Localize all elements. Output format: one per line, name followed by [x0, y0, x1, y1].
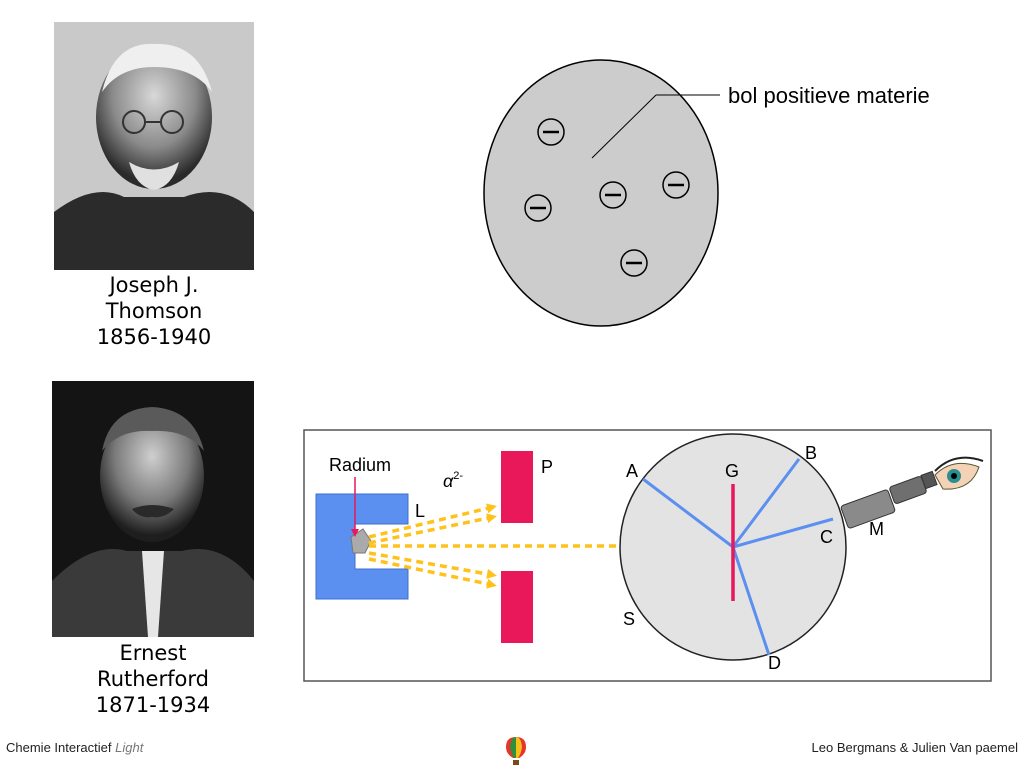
beam-up-1: [368, 503, 497, 539]
rutherford-years: 1871-1934: [95, 693, 211, 717]
label-pointer-line: [591, 94, 657, 159]
alpha-particle-label: α2-: [443, 470, 463, 491]
footer-title: Chemie Interactief: [6, 740, 112, 755]
balloon-logo-icon: [506, 737, 526, 765]
rutherford-name-line2: Rutherford: [97, 667, 209, 691]
ray-a: [642, 477, 734, 549]
rutherford-portrait: [52, 381, 254, 637]
foil-label: G: [725, 461, 739, 481]
radium-label: Radium: [329, 455, 391, 475]
electron-4: [524, 194, 552, 222]
beam-down-1: [368, 551, 497, 579]
thomson-years: 1856-1940: [96, 325, 212, 349]
plate-bottom: [501, 571, 533, 643]
electron-5: [620, 249, 648, 277]
scattering-experiment-diagram: L Radium α2- P G A B C D S M: [303, 429, 992, 682]
plate-label: P: [541, 457, 553, 477]
beam-up-2: [368, 513, 497, 545]
footer-authors: Leo Bergmans & Julien Van paemel: [811, 740, 1018, 755]
thomson-name-line2: Thomson: [105, 299, 203, 323]
microscope-label: M: [869, 519, 884, 539]
positive-sphere: [483, 59, 719, 327]
alpha-beams: [368, 503, 729, 589]
beam-down-2: [368, 557, 497, 589]
rutherford-caption: Ernest Rutherford 1871-1934: [52, 640, 254, 718]
scattered-rays: [642, 458, 834, 656]
point-d-label: D: [768, 653, 781, 673]
point-c-label: C: [820, 527, 833, 547]
point-b-label: B: [805, 443, 817, 463]
eye-icon: [934, 456, 984, 490]
point-a-label: A: [626, 461, 638, 481]
positive-sphere-label: bol positieve materie: [728, 83, 930, 108]
footer-branding: Chemie Interactief Light: [6, 740, 143, 755]
rutherford-name-line1: Ernest: [119, 641, 187, 665]
electron-3: [662, 171, 690, 199]
electron-2: [599, 181, 627, 209]
thomson-name-line1: Joseph J.: [109, 273, 199, 297]
screen-label: S: [623, 609, 635, 629]
plum-pudding-diagram: bol positieve materie: [483, 59, 930, 327]
thomson-portrait: [54, 22, 254, 270]
ray-d: [731, 546, 771, 656]
footer-light-tag: Light: [115, 740, 144, 755]
thomson-caption: Joseph J. Thomson 1856-1940: [54, 272, 254, 350]
electron-1: [537, 118, 565, 146]
plate-top: [501, 451, 533, 523]
lead-label: L: [415, 501, 425, 521]
lead-block: [315, 493, 409, 600]
ray-b: [731, 458, 801, 548]
microscope: [840, 470, 938, 529]
ray-c: [732, 517, 834, 549]
